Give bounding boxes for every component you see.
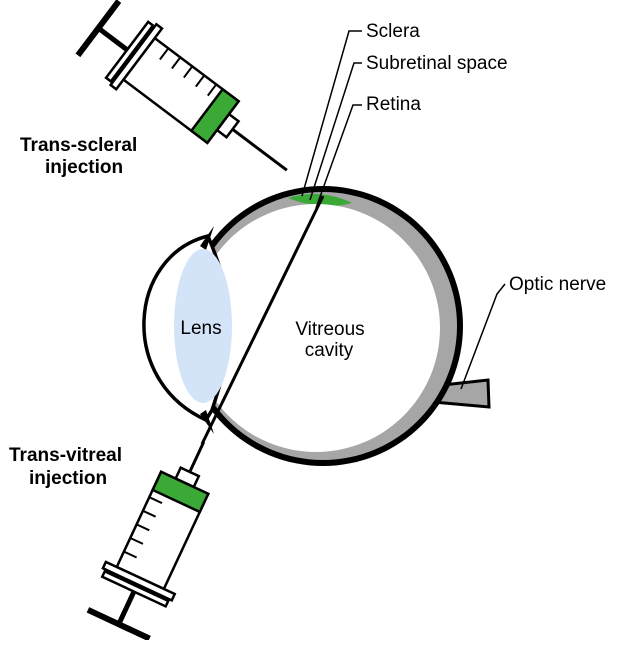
syringe-trans-vitreal-icon [86, 441, 210, 642]
label-lens: Lens [180, 318, 221, 339]
label-retina: Retina [366, 94, 421, 115]
sclera-leader [301, 30, 362, 197]
label-trans-scleral: Trans-scleral [20, 135, 137, 156]
syringe-trans-scleral-icon [75, 0, 288, 172]
label-vitreous: Vitreous [295, 319, 364, 340]
label-subretinal-space: Subretinal space [366, 53, 508, 74]
label-trans-vitreal-injection: injection [29, 468, 107, 489]
retina-leader [315, 104, 362, 209]
label-trans-scleral-injection: injection [45, 157, 123, 178]
label-trans-vitreal: Trans-vitreal [9, 445, 122, 466]
optic-nerve-leader [460, 283, 506, 390]
eye-globe [183, 186, 463, 466]
label-cavity: cavity [305, 340, 354, 361]
lens-shape [174, 249, 232, 403]
subretinal-leader [309, 62, 362, 201]
vitreous-cavity-area [192, 204, 440, 452]
trans-vitreal-needle [200, 195, 325, 445]
ciliary-body-top [200, 226, 214, 250]
label-optic-nerve: Optic nerve [509, 274, 606, 295]
label-sclera: Sclera [366, 21, 420, 42]
